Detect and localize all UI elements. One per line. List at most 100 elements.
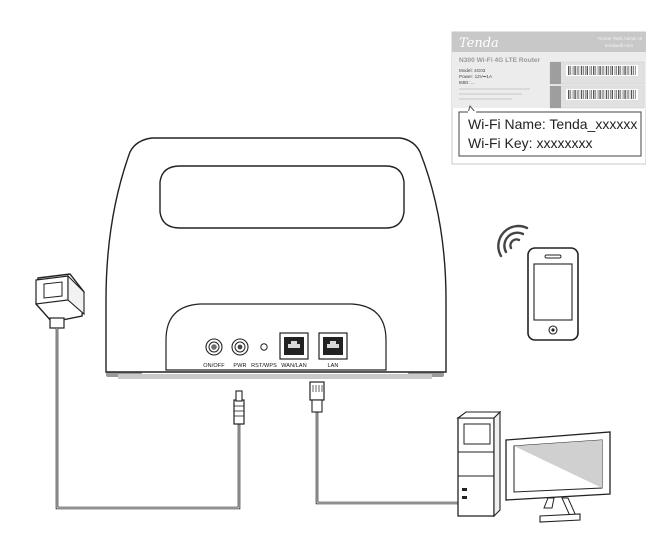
barcode-bar <box>633 90 634 99</box>
barcode-bar <box>570 90 572 99</box>
barcode-bar <box>618 66 620 75</box>
barcode-bar <box>586 90 588 99</box>
barcode-bar <box>572 90 574 99</box>
barcode-bar <box>611 66 613 75</box>
barcode-bar <box>609 66 611 75</box>
barcode-lines <box>568 66 636 99</box>
fine-print-2: Power: 12V⎓1A <box>459 74 493 79</box>
barcode-bar <box>595 90 597 99</box>
barcode-bar <box>614 90 616 99</box>
barcode-bar <box>628 90 630 99</box>
barcode-bar <box>624 66 626 75</box>
barcode-bar <box>597 66 599 75</box>
barcode-bar <box>626 90 628 99</box>
wan-lan-port[interactable] <box>279 332 309 360</box>
barcode-bar <box>624 90 626 99</box>
barcode-bar <box>622 66 624 75</box>
barcode-bar <box>591 66 592 75</box>
barcode-bar <box>574 66 576 75</box>
barcode-bar <box>599 66 601 75</box>
barcode-bar <box>580 66 583 75</box>
ethernet-plug <box>309 381 325 413</box>
header-right-2: tendawifi.com <box>605 43 633 48</box>
wifi-callout: Wi-Fi Name: Tenda_xxxxxx Wi-Fi Key: xxxx… <box>458 104 642 157</box>
barcode-bar <box>576 90 578 99</box>
barcode-bar <box>570 66 572 75</box>
barcode-bar <box>593 90 595 99</box>
ethernet-cable <box>315 412 458 505</box>
barcode-bar <box>601 66 603 75</box>
port-label-lan: LAN <box>328 363 339 369</box>
barcode-bar <box>578 90 580 99</box>
reset-wps-pinhole[interactable] <box>260 343 268 351</box>
barcode-bar <box>605 90 608 99</box>
barcode-bar <box>630 66 633 75</box>
barcode-bar <box>589 90 591 99</box>
label-header-band <box>452 32 646 52</box>
barcode-bar <box>568 90 570 99</box>
callout-box <box>458 111 642 157</box>
barcode-bar <box>634 90 636 99</box>
fine-print-1: Model: 4G03 <box>459 68 486 73</box>
barcode-bar <box>599 90 601 99</box>
barcode-bar <box>616 90 617 99</box>
power-jack[interactable] <box>231 338 249 356</box>
barcode-bar <box>608 90 609 99</box>
power-plug <box>233 390 245 425</box>
wifi-key-text: Wi-Fi Key: xxxxxxxx <box>468 135 592 151</box>
barcode-bar <box>611 90 613 99</box>
barcode-bar <box>589 66 591 75</box>
barcode-bar <box>583 90 584 99</box>
barcode-bar <box>634 66 636 75</box>
power-adapter <box>35 273 85 329</box>
barcode-bar <box>605 66 608 75</box>
fine-print-3: IMEI: ... <box>459 80 475 85</box>
barcode-bar <box>620 66 622 75</box>
lan-port[interactable] <box>318 332 348 360</box>
label-model-line: N300 Wi-Fi 4G LTE Router <box>459 57 541 64</box>
barcode-block-2 <box>549 85 645 109</box>
port-panel <box>165 303 387 371</box>
router-4g: ON/OFF PWR RST/WPS WAN/LAN LAN <box>105 137 447 379</box>
port-label-rst-wps: RST/WPS <box>251 363 277 369</box>
header-right-1: Router Web Admin UI <box>598 36 642 41</box>
wifi-signal-icon <box>497 224 529 258</box>
barcode-bar <box>609 90 611 99</box>
barcode-bar <box>597 90 599 99</box>
barcode-bar <box>595 66 597 75</box>
port-label-on-off: ON/OFF <box>203 363 225 369</box>
monitor <box>505 431 611 523</box>
router-handle <box>159 165 405 229</box>
port-label-pwr: PWR <box>233 363 246 369</box>
barcode-bar <box>583 66 584 75</box>
barcode-bar <box>633 66 634 75</box>
barcode-bar <box>628 66 630 75</box>
barcode-bar <box>608 66 609 75</box>
barcode-bar <box>586 66 588 75</box>
barcode-bar <box>614 66 616 75</box>
barcode-bar <box>576 66 578 75</box>
barcode-bar <box>630 90 633 99</box>
barcode-bar <box>626 66 628 75</box>
barcode-bar <box>616 66 617 75</box>
router-label-card: Tenda Router Web Admin UI tendawifi.com … <box>451 31 646 165</box>
barcode-bar <box>593 66 595 75</box>
barcode-bar <box>574 90 576 99</box>
barcode-bar <box>584 66 586 75</box>
port-label-wan-lan: WAN/LAN <box>281 363 307 369</box>
barcode-bar <box>572 66 574 75</box>
barcode-bar <box>578 66 580 75</box>
barcode-bar <box>620 90 622 99</box>
barcode-bar <box>618 90 620 99</box>
barcode-block-1 <box>549 61 645 85</box>
barcode-bar <box>603 66 605 75</box>
desktop-tower <box>456 410 502 518</box>
barcode-bar <box>584 90 586 99</box>
barcode-bar <box>568 66 570 75</box>
wifi-name-text: Wi-Fi Name: Tenda_xxxxxx <box>468 116 637 132</box>
barcode-bar <box>603 90 605 99</box>
barcode-bar <box>601 90 603 99</box>
on-off-button[interactable] <box>205 338 223 356</box>
barcode-bar <box>591 90 592 99</box>
